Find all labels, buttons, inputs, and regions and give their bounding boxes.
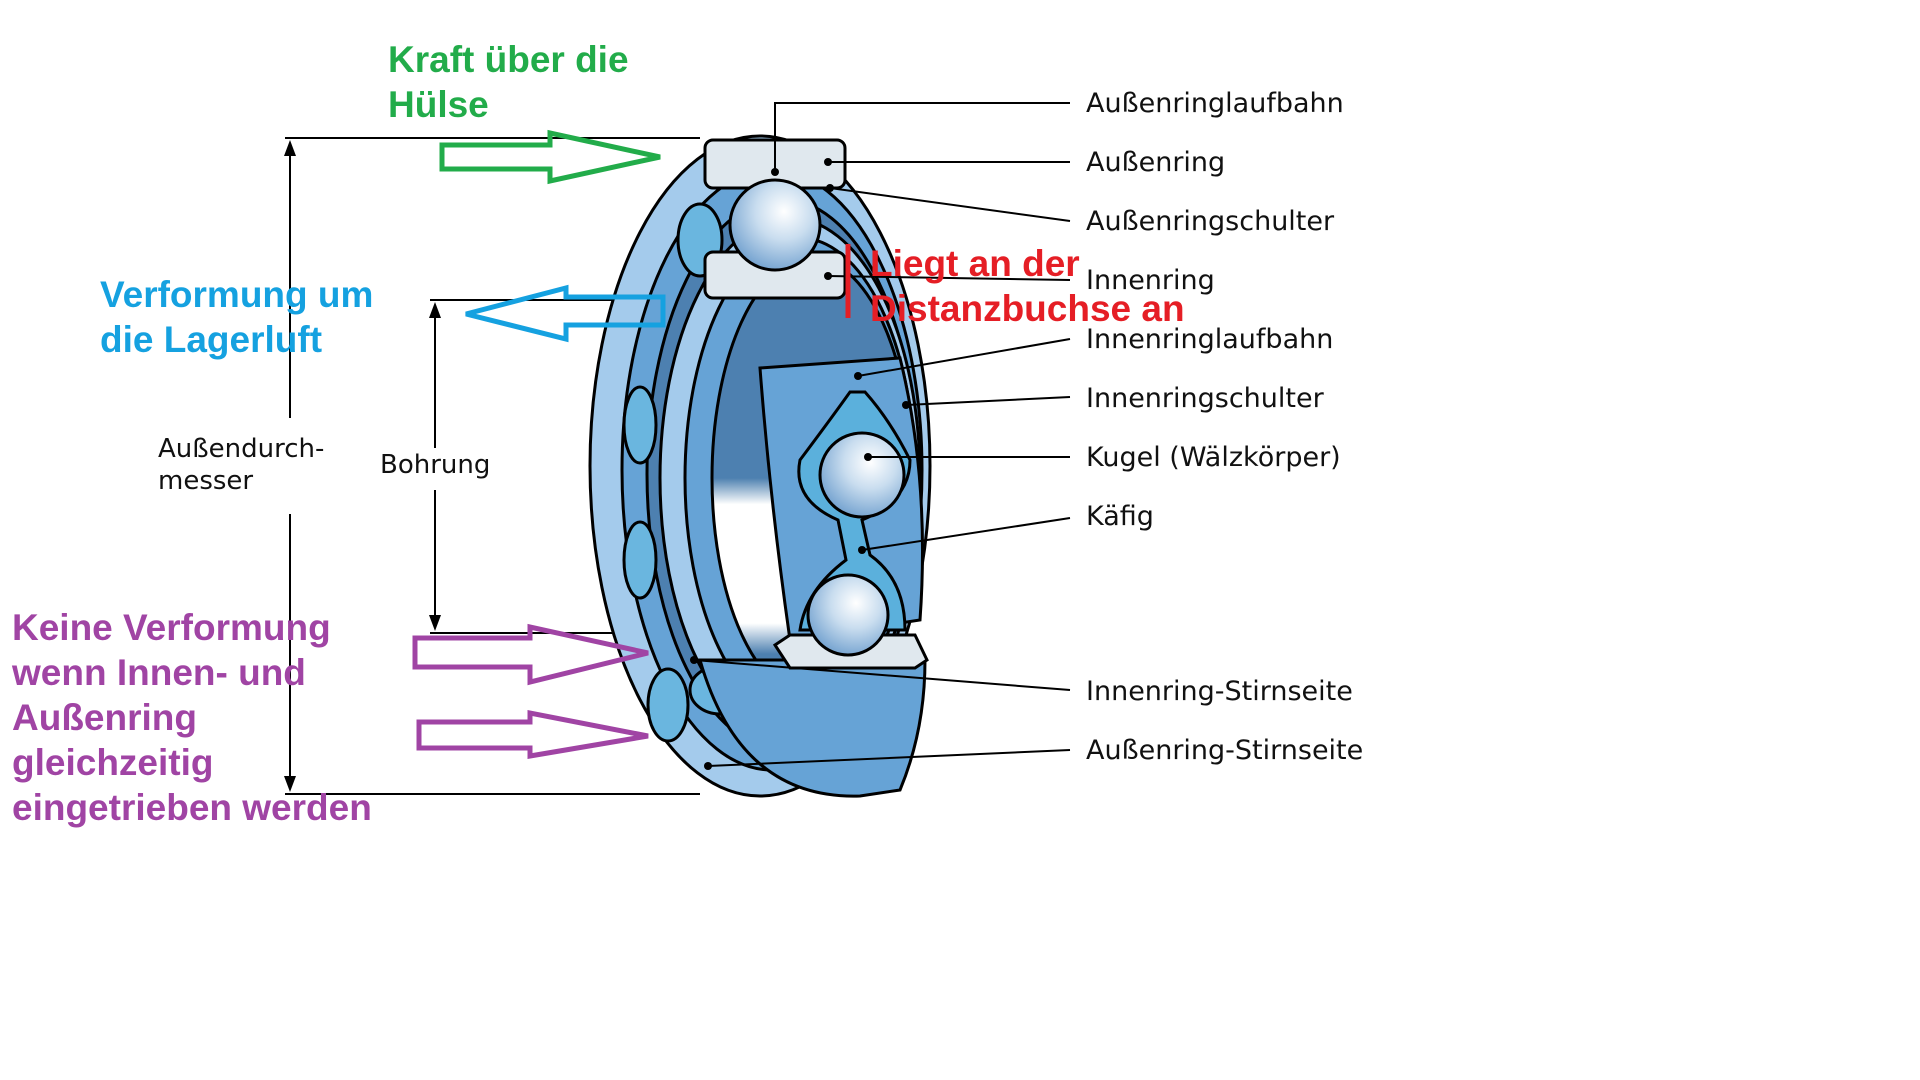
note-force-sleeve-line1: Kraft über die [388, 39, 629, 80]
dimension-arrowhead-up [284, 140, 296, 156]
bore-arrowhead-up [429, 302, 441, 318]
leader-lines [693, 102, 1071, 767]
note-force-sleeve: Kraft über die Hülse [388, 37, 629, 127]
ball-middle [818, 431, 906, 519]
note-deformation-clearance: Verformung um die Lagerluft [100, 272, 373, 362]
note-spacer-contact: Liegt an der Distanzbuchse an [870, 241, 1185, 331]
dimension-outer-diameter [285, 137, 700, 795]
label-cage: Käfig [1086, 501, 1154, 532]
leader-dots [690, 158, 910, 770]
label-inner-ring: Innenring [1086, 265, 1215, 296]
note-deformation-line1: Verformung um [100, 274, 374, 315]
note-no-deformation-line5: eingetrieben werden [12, 787, 372, 828]
dimension-arrowhead-down [284, 776, 296, 792]
label-outer-raceway: Außenringlaufbahn [1086, 88, 1344, 119]
arrow-force-sleeve-icon [439, 129, 661, 185]
note-no-deformation-line4: gleichzeitig [12, 742, 214, 783]
ball-top [728, 178, 822, 272]
note-spacer-line2: Distanzbuchse an [870, 288, 1185, 329]
label-outer-face: Außenring-Stirnseite [1086, 735, 1364, 766]
outer-ring-section-bottom [698, 658, 927, 798]
note-deformation-line2: die Lagerluft [100, 319, 323, 360]
arrow-deformation-icon [465, 284, 666, 343]
arrow-no-deformation-outer-icon [416, 709, 649, 759]
dim-outer-diameter-line2: messer [158, 466, 254, 496]
label-inner-face: Innenring-Stirnseite [1086, 676, 1353, 707]
note-spacer-line1: Liegt an der [870, 243, 1080, 284]
label-ball: Kugel (Wälzkörper) [1086, 442, 1341, 473]
note-no-deformation: Keine Verformung wenn Innen- und Außenri… [12, 605, 372, 830]
dim-bore: Bohrung [380, 450, 491, 480]
dim-outer-diameter-line1: Außendurch- [158, 434, 325, 464]
bore-arrowhead-down [429, 615, 441, 631]
bearing-body [588, 134, 932, 798]
label-outer-shoulder: Außenringschulter [1086, 206, 1335, 237]
note-force-sleeve-line2: Hülse [388, 84, 489, 125]
label-outer-ring: Außenring [1086, 147, 1226, 178]
ball-bottom [806, 573, 890, 657]
note-no-deformation-line1: Keine Verformung [12, 607, 331, 648]
label-inner-raceway: Innenringlaufbahn [1086, 324, 1334, 355]
label-inner-shoulder: Innenringschulter [1086, 383, 1324, 414]
note-no-deformation-line2: wenn Innen- und [12, 652, 306, 693]
note-no-deformation-line3: Außenring [12, 697, 197, 738]
arrow-no-deformation-inner-icon [412, 623, 649, 686]
